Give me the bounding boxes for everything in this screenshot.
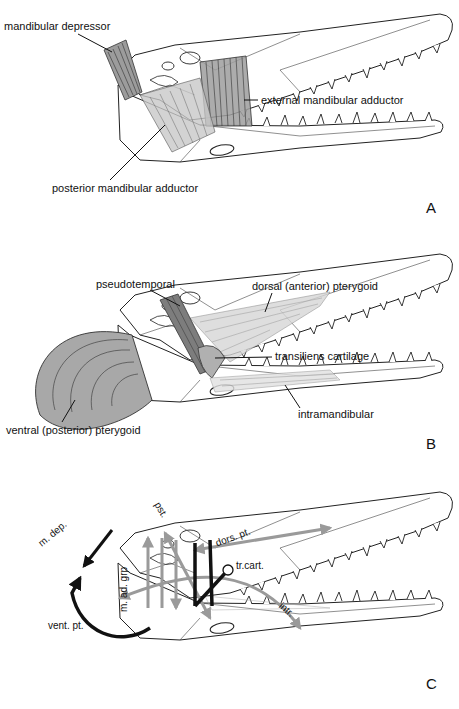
panel-letter: A [426, 200, 436, 217]
part-label: mandibular depressor [4, 20, 110, 32]
part-label: external mandibular adductor [261, 94, 403, 106]
panel-letter: B [426, 436, 436, 453]
part-label: ventral (posterior) pterygoid [6, 424, 141, 436]
part-label: dorsal (anterior) pterygoid [252, 280, 378, 292]
part-label: posterior mandibular adductor [52, 182, 198, 194]
part-label: vent. pt. [48, 620, 84, 631]
part-label: intramandibular [298, 408, 374, 420]
part-label: m. dep. [36, 519, 69, 549]
part-label: pst. [152, 500, 170, 519]
part-label: pseudotemporal [96, 278, 175, 290]
panel-letter: C [426, 676, 437, 693]
part-label: tr.cart. [236, 560, 264, 571]
part-label: m. ad. grp [118, 567, 129, 612]
part-label: transiliens cartilage [275, 350, 369, 362]
